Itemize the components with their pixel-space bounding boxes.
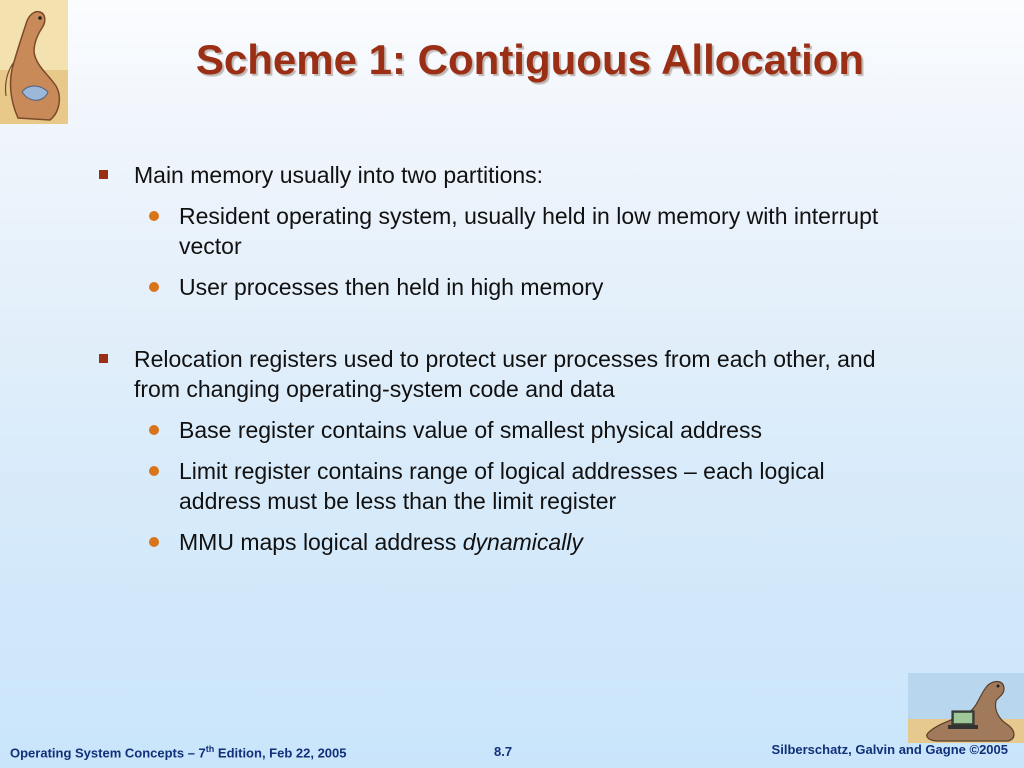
sub-bullet-text-plain: MMU maps logical address [179, 529, 463, 555]
square-bullet-icon [99, 170, 108, 179]
sub-bullet-text: User processes then held in high memory [179, 274, 604, 300]
footer-page-number: 8.7 [494, 744, 513, 759]
round-bullet-icon [149, 211, 159, 221]
sub-bullet-item: Limit register contains range of logical… [96, 456, 896, 516]
sub-bullet-item: MMU maps logical address dynamically [96, 527, 896, 557]
dinosaur-laptop-logo-icon [908, 673, 1024, 743]
slide-title: Scheme 1: Contiguous Allocation [195, 36, 865, 83]
sub-bullet-text: Limit register contains range of logical… [179, 458, 825, 514]
round-bullet-icon [149, 425, 159, 435]
sub-bullet-item: User processes then held in high memory [96, 272, 896, 302]
sub-bullet-item: Resident operating system, usually held … [96, 201, 896, 261]
round-bullet-icon [149, 282, 159, 292]
sub-bullet-text: Resident operating system, usually held … [179, 203, 879, 259]
footer-left: Operating System Concepts – 7th Edition,… [10, 744, 347, 761]
sub-bullet-item: Base register contains value of smallest… [96, 415, 896, 445]
sub-bullet-text: Base register contains value of smallest… [179, 417, 762, 443]
round-bullet-icon [149, 537, 159, 547]
sub-bullet-text-italic: dynamically [462, 529, 583, 555]
bullet-text: Main memory usually into two partitions: [134, 162, 544, 188]
slide-body: Main memory usually into two partitions:… [96, 160, 896, 557]
square-bullet-icon [99, 354, 108, 363]
bullet-item: Main memory usually into two partitions: [96, 160, 896, 190]
bullet-text: Relocation registers used to protect use… [134, 346, 876, 402]
round-bullet-icon [149, 466, 159, 476]
footer-right: Silberschatz, Galvin and Gagne ©2005 [771, 742, 1008, 757]
bullet-item: Relocation registers used to protect use… [96, 344, 896, 404]
dinosaur-logo-icon [0, 0, 68, 124]
